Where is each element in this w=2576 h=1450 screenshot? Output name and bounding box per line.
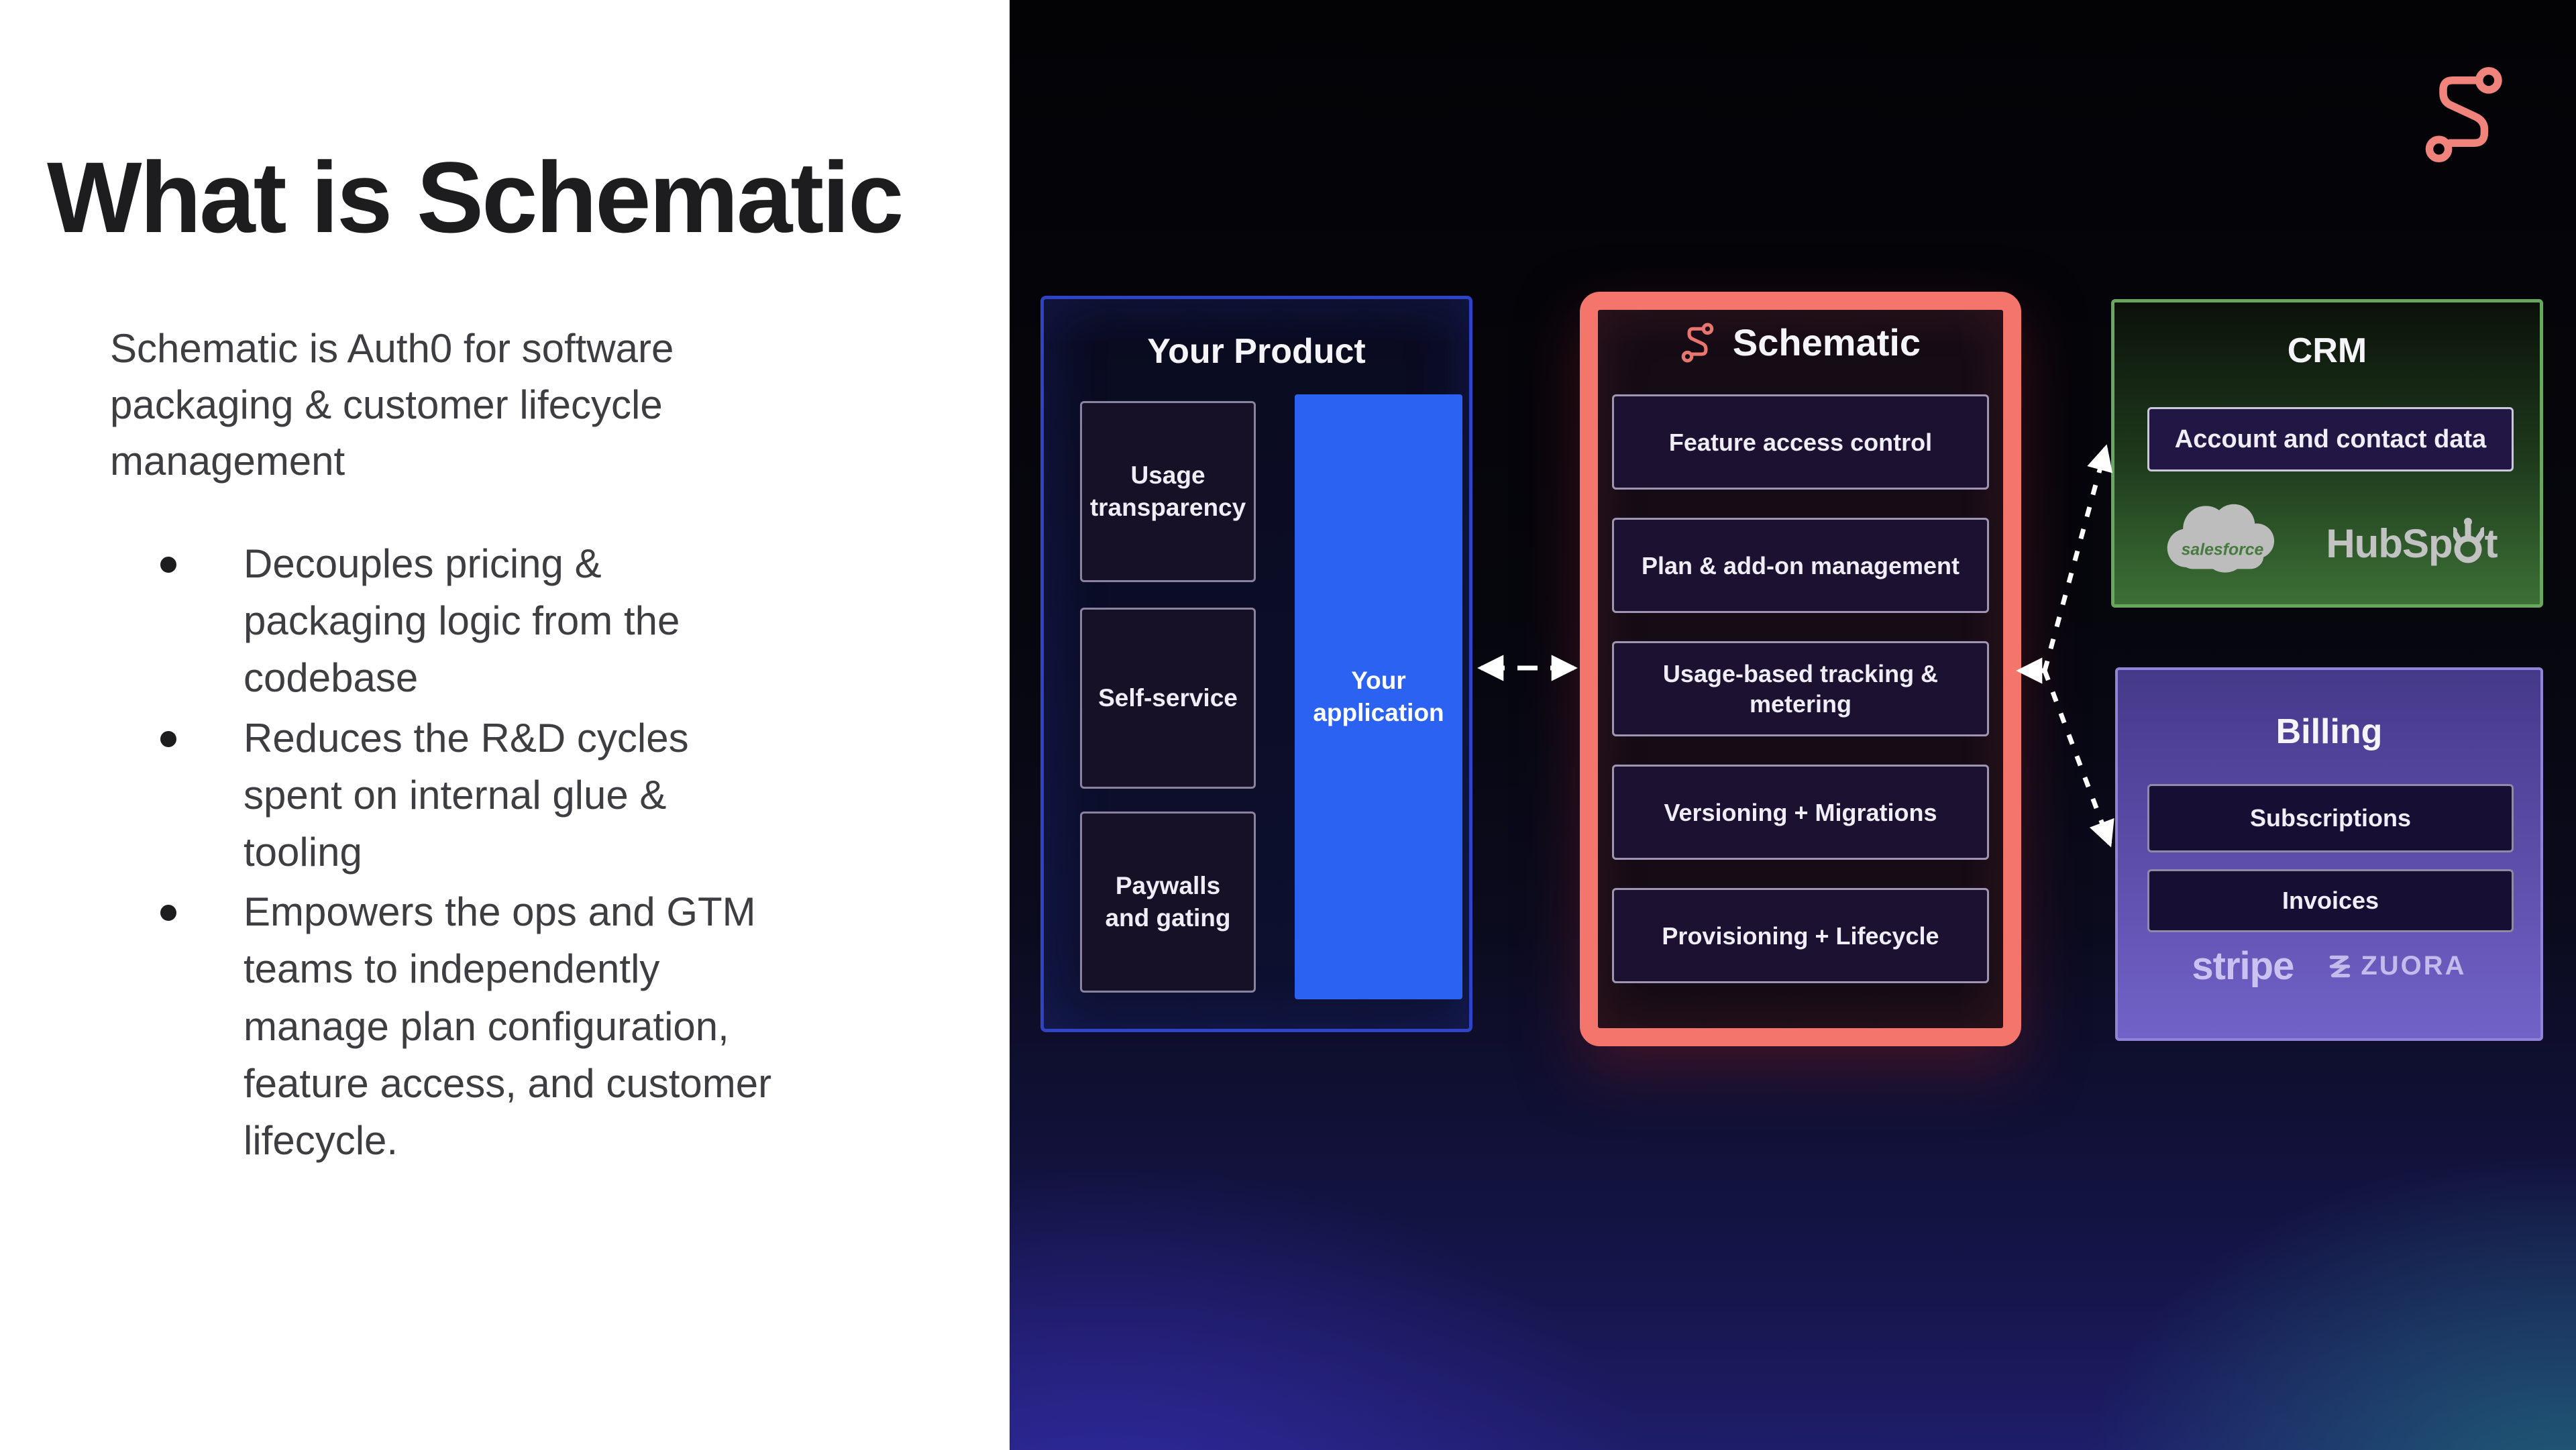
schematic-capability-list: Feature access control Plan & add-on man…: [1612, 394, 1989, 983]
crm-title: CRM: [2287, 331, 2367, 370]
capability-chip-usage-tracking: Usage-based tracking & metering: [1612, 641, 1989, 736]
schematic-header: Schematic: [1598, 321, 2003, 364]
intro-paragraph: Schematic is Auth0 for software packagin…: [110, 326, 674, 484]
hubspot-sprocket-icon: [2453, 518, 2484, 563]
crm-logos-row: salesforce HubSp: [2114, 482, 2540, 596]
schematic-logo-icon: [2425, 66, 2502, 163]
your-product-title: Your Product: [1147, 332, 1366, 371]
billing-box: Billing Subscriptions Invoices stripe ZU…: [2115, 667, 2543, 1041]
billing-logos-row: stripe ZUORA: [2118, 944, 2540, 989]
stripe-logo: stripe: [2192, 944, 2294, 988]
zuora-logo: ZUORA: [2326, 951, 2466, 981]
salesforce-wordmark: salesforce: [2182, 541, 2264, 559]
your-application-box: Your application: [1295, 394, 1462, 999]
zuora-z-icon: [2330, 955, 2351, 977]
feature-chip-paywalls: Paywalls and gating: [1080, 812, 1256, 993]
bullet-item: Empowers the ops and GTM teams to indepe…: [156, 883, 787, 1169]
your-application-label: Your application: [1313, 666, 1444, 726]
bullet-item: Reduces the R&D cycles spent on internal…: [156, 710, 787, 881]
hubspot-text-pre: HubSp: [2326, 521, 2453, 566]
feature-chip-self-service: Self-service: [1080, 608, 1256, 789]
hubspot-logo: HubSp t: [2326, 514, 2498, 566]
capability-chip-feature-access: Feature access control: [1612, 394, 1989, 490]
billing-title: Billing: [2275, 712, 2383, 751]
capability-chip-versioning: Versioning + Migrations: [1612, 765, 1989, 860]
bullet-list: Decouples pricing & packaging logic from…: [156, 535, 787, 1172]
feature-chip-usage-transparency: Usage transparency: [1080, 401, 1256, 582]
arrow-schematic-to-crm: [2042, 444, 2113, 671]
crm-data-chip: Account and contact data: [2147, 407, 2514, 471]
capability-chip-provisioning: Provisioning + Lifecycle: [1612, 888, 1989, 983]
billing-chip-subscriptions: Subscriptions: [2147, 784, 2514, 852]
crm-box: CRM Account and contact data salesforce: [2111, 299, 2543, 608]
your-product-box: Your Product Usage transparency Self-ser…: [1040, 296, 1472, 1032]
billing-chip-invoices: Invoices: [2147, 869, 2514, 932]
arrow-schematic-to-billing: [2042, 669, 2114, 848]
capability-chip-plan-addon: Plan & add-on management: [1612, 518, 1989, 613]
zuora-wordmark: ZUORA: [2361, 951, 2467, 981]
diagram-panel: Your Product Usage transparency Self-ser…: [1010, 0, 2576, 1450]
schematic-logo-small-icon: [1681, 323, 1714, 362]
salesforce-icon: salesforce: [2157, 494, 2288, 585]
left-text-panel: What is Schematic Schematic is Auth0 for…: [0, 0, 1010, 1450]
schematic-title: Schematic: [1732, 321, 1921, 364]
bullet-item: Decouples pricing & packaging logic from…: [156, 535, 787, 707]
schematic-box: Schematic Feature access control Plan & …: [1580, 292, 2021, 1046]
hubspot-text-post: t: [2484, 521, 2498, 566]
page-title: What is Schematic: [47, 141, 904, 254]
